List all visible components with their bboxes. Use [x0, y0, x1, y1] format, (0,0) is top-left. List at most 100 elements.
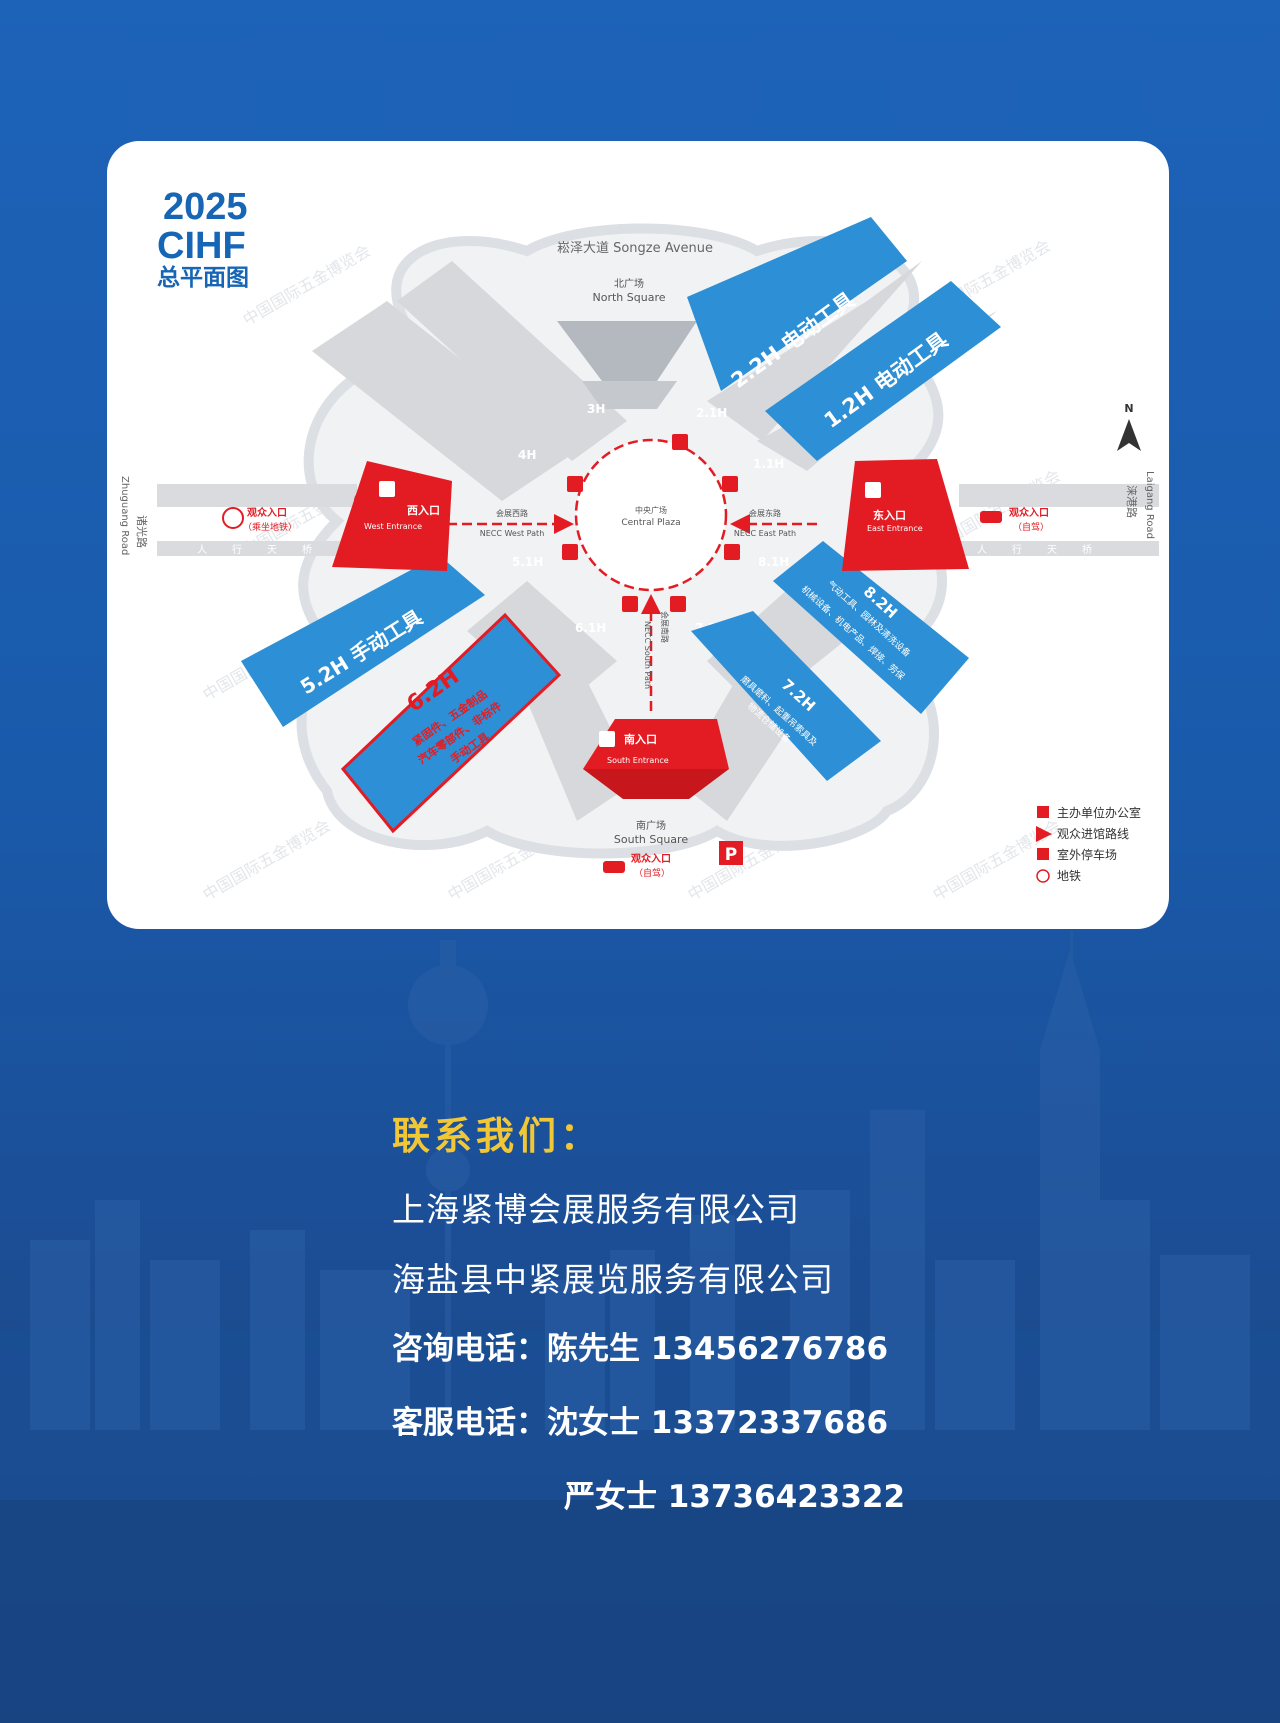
phone-line-2: 客服电话：沈女士 13372337686 [392, 1405, 889, 1441]
legend-label: 主办单位办公室 [1057, 805, 1141, 820]
legend-label: 室外停车场 [1057, 847, 1117, 862]
west-path-en: NECC West Path [480, 529, 545, 538]
svg-text:西入口: 西入口 [407, 504, 440, 517]
office-icon [724, 544, 740, 560]
office-icon [865, 482, 881, 498]
hall-number: 1.1H [753, 457, 784, 471]
svg-text:东入口: 东入口 [873, 508, 906, 522]
west-entrance: 西入口 West Entrance [332, 461, 452, 571]
south-square-en: South Square [614, 833, 688, 846]
footbridge-char: 桥 [302, 544, 312, 556]
central-plaza-en: Central Plaza [621, 518, 680, 528]
company-name-1: 上海紧博会展服务有限公司 [392, 1190, 800, 1229]
watermark: 中国国际五金博览会 [930, 816, 1064, 904]
header-title: 总平面图 [157, 264, 249, 291]
central-plaza [574, 438, 728, 592]
visitor-entrance-west: 观众入口 （乘坐地铁） [222, 506, 297, 533]
visitor-entrance-east-title: 观众入口 [1009, 506, 1049, 519]
south-path-cn: 会展南路 [660, 611, 670, 643]
hall-number: 3H [587, 402, 605, 416]
east-footbridge [959, 541, 1159, 556]
parking-icon [1037, 848, 1049, 860]
hall-number: 8.1H [758, 555, 789, 569]
phone-line-3: 严女士 13736423322 [564, 1479, 906, 1515]
legend-label: 地铁 [1057, 869, 1081, 883]
svg-text:East Entrance: East Entrance [867, 524, 923, 533]
svg-text:（自驾）: （自驾） [634, 867, 670, 879]
office-markers [562, 434, 740, 612]
north-arrow-icon [1117, 419, 1141, 451]
road-west-label-en: Zhuguang Road [119, 476, 130, 555]
legend: 主办单位办公室 观众进馆路线 室外停车场 地铁 [1036, 805, 1141, 883]
office-icon [1037, 806, 1049, 818]
svg-text:观众入口: 观众入口 [631, 852, 671, 865]
floor-plan-map: 中国国际五金博览会 中国国际五金博览会 中国国际五金博览会 中国国际五金博览会 … [119, 186, 1159, 904]
svg-text:West Entrance: West Entrance [364, 522, 422, 531]
office-icon [622, 596, 638, 612]
south-entrance: 南入口 South Entrance [583, 719, 729, 799]
compass: N [1117, 402, 1141, 451]
east-path-cn: 会展东路 [749, 508, 781, 518]
svg-text:P: P [725, 845, 737, 865]
visitor-entrance-west-title: 观众入口 [247, 506, 287, 519]
header-year: 2025 [163, 186, 248, 228]
south-path-en: NECC South Path [643, 621, 652, 689]
road-north-label: 崧泽大道 Songze Avenue [557, 241, 713, 256]
hall-number: 4H [518, 448, 536, 462]
contact-heading: 联系我们： [392, 1114, 603, 1158]
car-icon [603, 861, 625, 873]
visitor-entrance-east: 观众入口 （自驾） [980, 506, 1049, 533]
office-icon [379, 481, 395, 497]
central-plaza-cn: 中央广场 [635, 505, 667, 515]
footbridge-char: 人 [977, 544, 987, 556]
visitor-entrance-east-sub: （自驾） [1013, 521, 1049, 533]
metro-icon [222, 507, 244, 529]
road-east-label-en: Laigang Road [1144, 471, 1155, 539]
east-entrance: 东入口 East Entrance [842, 459, 969, 571]
footbridge-char: 天 [267, 545, 277, 556]
road-east-label-cn: 涞港路 [1125, 485, 1138, 518]
company-name-2: 海盐县中紧展览服务有限公司 [392, 1260, 834, 1299]
hall-number: 5.1H [512, 555, 543, 569]
footbridge-char: 人 [197, 544, 207, 556]
footbridge-char: 天 [1047, 545, 1057, 556]
visitor-entrance-west-sub: （乘坐地铁） [243, 521, 297, 533]
east-road [959, 484, 1159, 507]
grey-hall-numbers: 3H 2.1H 4H 1.1H 5.1H 8.1H 6.1H 7.1H [512, 402, 789, 635]
car-icon [980, 511, 1002, 523]
footbridge-char: 行 [1012, 543, 1022, 556]
north-square-label-en: North Square [593, 291, 666, 304]
north-square [557, 321, 697, 381]
west-path-cn: 会展西路 [496, 508, 528, 518]
svg-text:南入口: 南入口 [624, 732, 657, 746]
svg-text:N: N [1124, 402, 1133, 415]
visitor-entrance-south: 观众入口 （自驾） [603, 852, 671, 879]
watermark: 中国国际五金博览会 [200, 816, 334, 904]
office-icon [567, 476, 583, 492]
office-icon [599, 731, 615, 747]
hall-number: 2.1H [696, 406, 727, 420]
office-icon [722, 476, 738, 492]
footbridge-char: 桥 [1082, 544, 1092, 556]
south-square-cn: 南广场 [636, 819, 666, 832]
office-icon [562, 544, 578, 560]
north-square-label-cn: 北广场 [614, 277, 644, 290]
legend-label: 观众进馆路线 [1057, 826, 1129, 841]
hall-number: 6.1H [575, 621, 606, 635]
road-west-label-cn: 诸光路 [135, 515, 149, 548]
office-icon [672, 434, 688, 450]
office-icon [670, 596, 686, 612]
floor-plan-card: 中国国际五金博览会 中国国际五金博览会 中国国际五金博览会 中国国际五金博览会 … [107, 141, 1169, 929]
footbridge-char: 行 [232, 543, 242, 556]
parking-marker: P [719, 841, 743, 865]
phone-line-1: 咨询电话：陈先生 13456276786 [392, 1331, 889, 1367]
metro-icon [1036, 869, 1050, 883]
west-road [157, 484, 357, 507]
parking-icon [719, 841, 743, 865]
watermark: 中国国际五金博览会 [240, 241, 374, 329]
svg-text:South Entrance: South Entrance [607, 756, 669, 765]
west-footbridge [157, 541, 357, 556]
header-brand: CIHF [157, 225, 246, 267]
east-path-en: NECC East Path [734, 529, 796, 538]
